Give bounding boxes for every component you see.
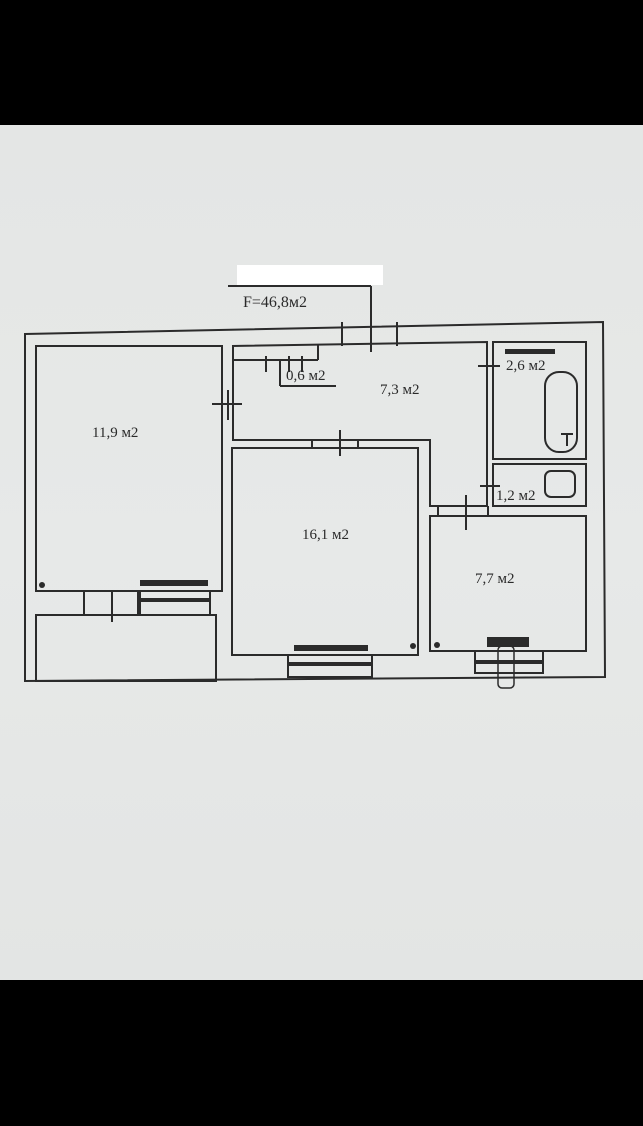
room-16-1-area: 16,1 м2: [302, 527, 349, 543]
redaction-block: [237, 265, 383, 285]
bath-area: 2,6 м2: [506, 358, 546, 374]
room-16-1-outline: [231, 447, 419, 656]
bath-outline: [492, 341, 587, 460]
bathtub-icon: [544, 371, 578, 453]
hall-outline: [231, 340, 488, 507]
loggia-outline: [35, 614, 217, 682]
toilet-icon: [544, 470, 576, 498]
kitchen-area: 7,7 м2: [475, 571, 515, 587]
hall-area: 7,3 м2: [380, 382, 420, 398]
closet-area: 0,6 м2: [286, 368, 326, 384]
room-11-9-outline: [35, 345, 223, 592]
wc-area: 1,2 м2: [496, 488, 536, 504]
total-area-label: F=46,8м2: [243, 294, 308, 311]
outer-wall: [24, 320, 607, 683]
room-11-9-area: 11,9 м2: [92, 425, 139, 441]
window-room-11: [139, 590, 211, 616]
